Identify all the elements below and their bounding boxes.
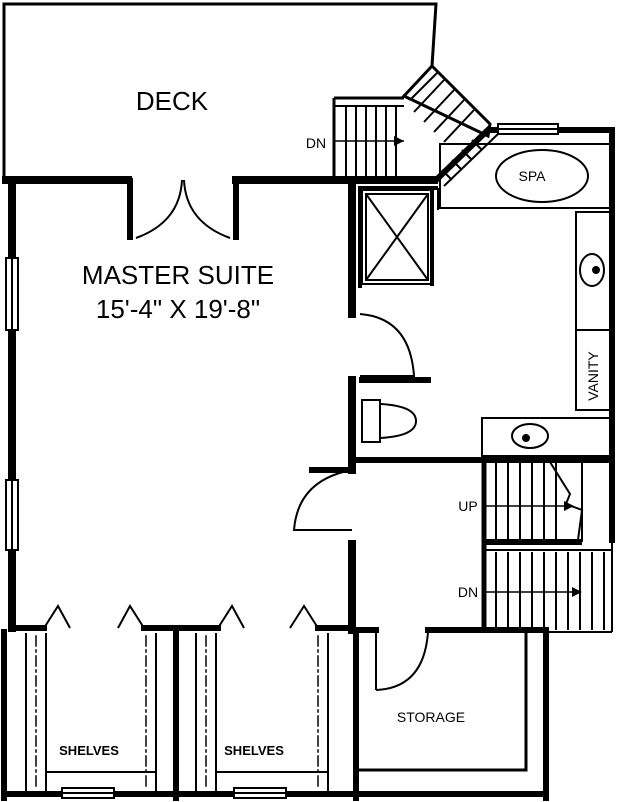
interior-stairs <box>481 460 613 633</box>
toilet <box>361 399 418 443</box>
shower <box>361 189 434 286</box>
master-suite-label: MASTER SUITE <box>82 260 274 290</box>
storage-door <box>375 630 429 691</box>
deck-stair-dn-label: DN <box>306 135 326 151</box>
bath-door <box>359 313 416 377</box>
spa-label: SPA <box>519 168 547 184</box>
vanity-counter <box>481 211 611 457</box>
deck-label: DECK <box>136 86 209 116</box>
closet-doors <box>43 604 319 629</box>
stair-up-label: UP <box>458 498 477 514</box>
deck-area <box>2 2 499 187</box>
vanity-label: VANITY <box>585 351 601 401</box>
storage-label: STORAGE <box>397 709 465 725</box>
walls <box>1 123 615 801</box>
stair-dn-label: DN <box>458 584 478 600</box>
double-door <box>127 178 239 240</box>
hall-door <box>292 469 353 531</box>
shelves-right-label: SHELVES <box>224 743 284 758</box>
spa-tub <box>437 143 611 210</box>
shelves-left-label: SHELVES <box>59 743 119 758</box>
master-suite-dimensions: 15'-4" X 19'-8" <box>96 294 260 324</box>
